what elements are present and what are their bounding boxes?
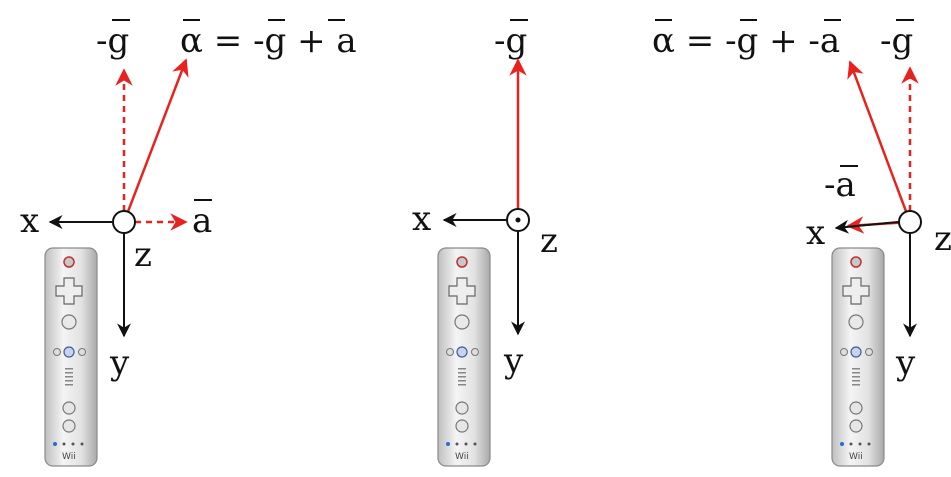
z-label-1: z [134,235,152,275]
minus-g-label-3: -g [880,21,913,61]
z-axis-3 [898,210,922,234]
y-label-2: y [503,341,524,381]
z-axis-1 [112,210,136,234]
y-label-3: y [895,343,916,383]
z-label-3: z [934,219,951,259]
z-axis-dot-2 [515,217,521,223]
a-label-1: a [192,201,212,241]
minus-g-label-2: -g [494,21,527,61]
equation-3: α = -g + -a [652,21,840,61]
power-button-1 [63,256,75,268]
alpha-vector-1 [122,58,189,223]
wii-remote-2: Wii [437,247,491,467]
minus-g-label-1: -g [96,21,129,61]
wii-remote-3: Wii [831,247,885,467]
wii-logo-3: Wii [849,452,863,462]
panel-2: -g x y z Wii [412,19,558,467]
wii-remote-1: Wii [44,247,98,467]
panel-3: α = -g + -a -g -a x y z [652,19,951,467]
x-label-2: x [412,199,431,239]
home-button-1 [63,346,75,358]
z-label-2: z [540,221,558,261]
x-label-3: x [806,213,825,253]
minus-a-label-3: -a [824,165,856,205]
wii-logo-1: Wii [62,452,76,462]
x-label-1: x [20,201,39,241]
alpha-vector-3 [847,60,912,223]
dpad-1 [55,277,83,305]
y-label-1: y [109,343,130,383]
x-axis-3 [834,219,899,234]
wii-logo-2: Wii [455,452,469,462]
equation-1: α = -g + a [180,21,357,61]
a-button-1 [61,314,77,330]
panel-1: α = -g + a -g a x y z [20,19,357,467]
